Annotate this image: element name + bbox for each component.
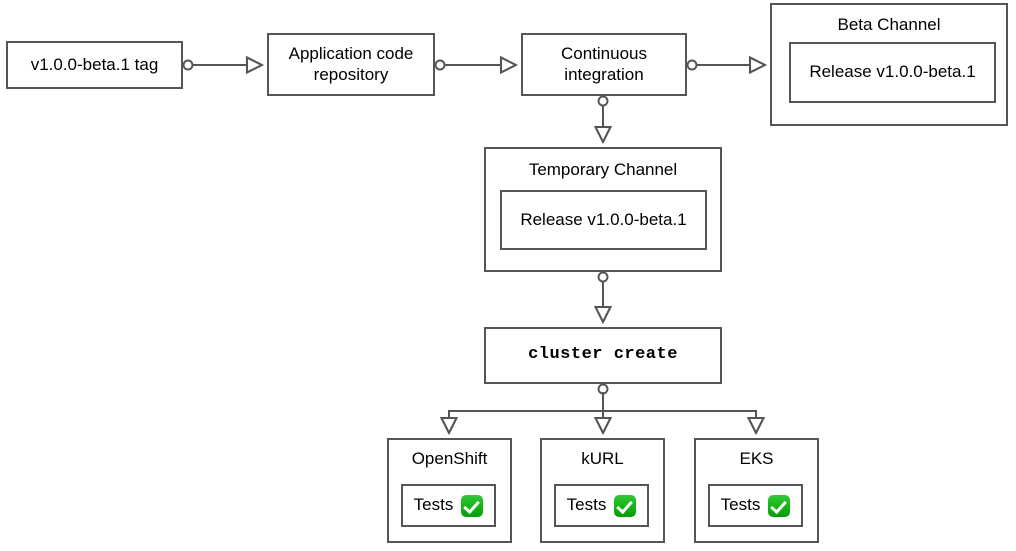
node-beta-channel-label: Beta Channel: [837, 15, 941, 34]
node-version-tag[interactable]: v1.0.0-beta.1 tag: [6, 41, 183, 89]
node-continuous-integration-label: Continuous integration: [560, 44, 647, 84]
node-openshift-label: OpenShift: [411, 449, 488, 468]
node-continuous-integration[interactable]: Continuous integration: [521, 33, 687, 96]
node-beta-channel-release-label: Release v1.0.0-beta.1: [809, 62, 976, 82]
white-heavy-check-mark-icon: [768, 494, 791, 517]
node-temporary-channel-release[interactable]: Release v1.0.0-beta.1: [500, 190, 707, 250]
node-temporary-channel-label: Temporary Channel: [528, 160, 678, 179]
node-cluster-create-label: cluster create: [528, 345, 678, 365]
node-eks-label: EKS: [739, 449, 774, 468]
node-kurl-tests-label: Tests: [566, 495, 607, 515]
node-kurl-tests[interactable]: Tests: [554, 484, 649, 527]
edge-cluster-create-to-openshift: [449, 389, 603, 433]
white-heavy-check-mark-icon: [614, 494, 637, 517]
node-application-code-repository[interactable]: Application code repository: [267, 33, 435, 96]
edge-cluster-create-to-eks: [603, 410, 756, 433]
node-beta-channel-release[interactable]: Release v1.0.0-beta.1: [789, 42, 996, 103]
node-eks-tests-label: Tests: [720, 495, 761, 515]
node-openshift-tests-label: Tests: [413, 495, 454, 515]
node-kurl-label: kURL: [581, 449, 624, 468]
white-heavy-check-mark-icon: [461, 494, 484, 517]
node-version-tag-label: v1.0.0-beta.1 tag: [30, 54, 159, 74]
node-cluster-create[interactable]: cluster create: [484, 327, 722, 384]
node-temporary-channel-release-label: Release v1.0.0-beta.1: [520, 209, 687, 229]
node-openshift-tests[interactable]: Tests: [401, 484, 496, 527]
node-eks-tests[interactable]: Tests: [708, 484, 803, 527]
node-application-code-repository-label: Application code repository: [288, 44, 414, 84]
